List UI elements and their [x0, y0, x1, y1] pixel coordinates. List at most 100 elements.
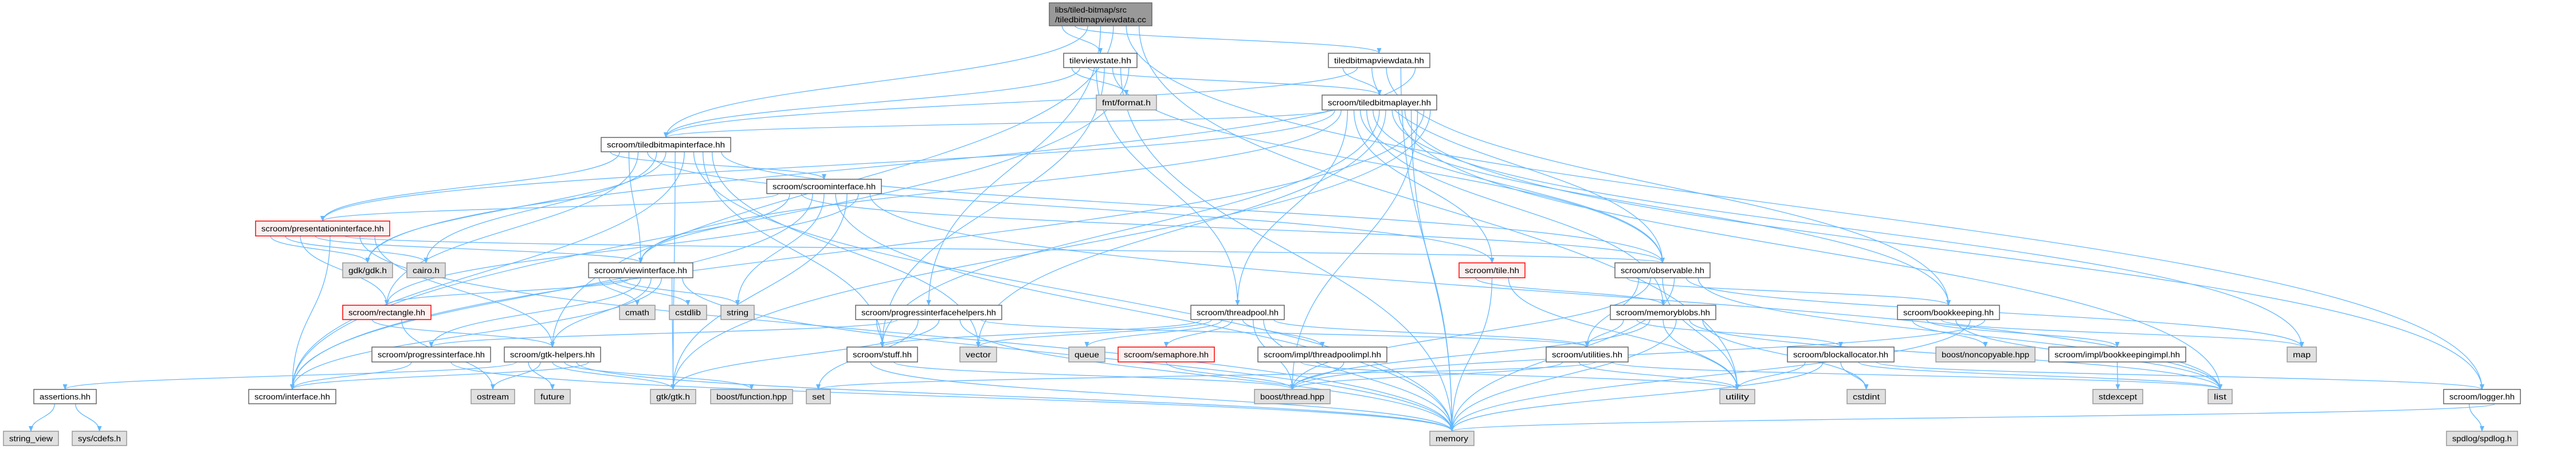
node-observable[interactable]: scroom/observable.hh: [1614, 262, 1711, 278]
node-tiledbitmapinterface[interactable]: scroom/tiledbitmapinterface.hh: [601, 137, 731, 152]
node-rectangle[interactable]: scroom/rectangle.hh: [342, 305, 432, 320]
node-semaphore[interactable]: scroom/semaphore.hh: [1118, 346, 1215, 363]
node-utilities[interactable]: scroom/utilities.hh: [1546, 346, 1629, 363]
node-box: [406, 262, 446, 278]
edge-assertions-to-string_view: [29, 403, 55, 432]
node-cdefs: sys/cdefs.h: [72, 431, 127, 446]
node-logger[interactable]: scroom/logger.hh: [2443, 389, 2521, 404]
edge-progressinterface-to-interface: [290, 361, 412, 390]
edge-viewinterface-to-string: [619, 277, 740, 306]
node-tiledbitmapviewdata[interactable]: tiledbitmapviewdata.hh: [1328, 53, 1430, 68]
edge-blockallocator-to-list: [1858, 361, 2222, 390]
edge-utilities-to-set: [816, 361, 1596, 390]
node-label: scroom/progressinterfacehelpers.hh: [861, 309, 996, 317]
node-label: map: [2293, 350, 2311, 359]
node-box: [1846, 389, 1886, 404]
edge-root-to-progressinterfacehelpers: [926, 25, 1101, 306]
edge-observable-to-boostthread: [1290, 277, 1651, 390]
node-scroominterface[interactable]: scroom/scroominterface.hh: [766, 179, 882, 194]
node-stuff[interactable]: scroom/stuff.hh: [846, 346, 918, 363]
edge-threadpool-to-memory: [1263, 319, 1454, 432]
edge-tiledbitmapinterface-to-scroominterface: [610, 151, 826, 180]
node-tile[interactable]: scroom/tile.hh: [1458, 262, 1526, 278]
edge-bookkeeping-to-boostthread: [1290, 319, 1986, 390]
node-bookkeepingimpl[interactable]: scroom/impl/bookkeepingimpl.hh: [2048, 346, 2186, 363]
edge-tiledbitmaplayer-to-boostthread: [1290, 109, 1418, 390]
node-assertions[interactable]: assertions.hh: [33, 389, 97, 404]
edge-tiledbitmaplayer-to-presentationinterface: [320, 109, 1335, 222]
node-tiledbitmaplayer[interactable]: scroom/tiledbitmaplayer.hh: [1322, 94, 1437, 111]
node-label: scroom/interface.hh: [254, 393, 330, 401]
node-label: queue: [1075, 350, 1099, 359]
edge-semaphore-to-boostthread: [1166, 361, 1295, 390]
node-presentationinterface[interactable]: scroom/presentationinterface.hh: [255, 220, 390, 237]
edge-tiledbitmaplayer-to-tile: [1353, 109, 1495, 263]
node-box: [720, 305, 755, 320]
node-box: [2446, 431, 2518, 446]
node-progressinterface[interactable]: scroom/progressinterface.hh: [371, 346, 491, 363]
edge-viewinterface-to-progressinterface: [429, 277, 641, 348]
node-label: gtk/gtk.h: [656, 393, 690, 401]
edge-threadpoolimpl-to-utility: [1300, 361, 1740, 390]
node-bookkeeping[interactable]: scroom/bookkeeping.hh: [1897, 305, 2000, 320]
node-label: scroom/impl/bookkeepingimpl.hh: [2054, 350, 2180, 359]
node-viewinterface[interactable]: scroom/viewinterface.hh: [588, 262, 693, 278]
node-box: [1118, 346, 1215, 363]
edge-tiledbitmapinterface-to-viewinterface: [628, 151, 643, 263]
node-box: [588, 262, 693, 278]
node-memoryblobs[interactable]: scroom/memoryblobs.hh: [1610, 305, 1716, 320]
edge-tileviewstate-to-tiledbitmapinterface: [664, 67, 1081, 138]
node-label: boost/thread.hpp: [1260, 393, 1324, 401]
node-label: scroom/stuff.hh: [853, 350, 912, 359]
node-label: boost/noncopyable.hpp: [1942, 350, 2029, 359]
node-label: cstdint: [1853, 393, 1880, 401]
edge-threadpool-to-semaphore: [1164, 319, 1233, 348]
node-interface[interactable]: scroom/interface.hh: [248, 389, 336, 404]
node-box: [534, 389, 571, 404]
node-gtkhelpers[interactable]: scroom/gtk-helpers.hh: [504, 346, 601, 363]
node-threadpoolimpl[interactable]: scroom/impl/threadpoolimpl.hh: [1257, 346, 1387, 363]
edge-tileviewstate-to-threadpool: [1096, 67, 1240, 306]
edge-threadpool-to-vector: [976, 319, 1212, 348]
edge-tiledbitmaplayer-to-map: [1391, 109, 2304, 348]
edge-threadpool-to-stuff: [880, 319, 1202, 348]
node-string: string: [720, 305, 755, 320]
edge-tiledbitmaplayer-to-observable: [1360, 109, 1665, 263]
node-function: boost/function.hpp: [710, 389, 793, 404]
node-label: scroom/tiledbitmapinterface.hh: [607, 141, 725, 149]
node-cairo: cairo.h: [406, 262, 446, 278]
edge-tiledbitmaplayer-to-list: [1398, 109, 2222, 390]
node-threadpool[interactable]: scroom/threadpool.hh: [1190, 305, 1285, 320]
node-future: future: [534, 389, 571, 404]
node-cstdint: cstdint: [1846, 389, 1886, 404]
node-root[interactable]: libs/tiled-bitmap/src/tiledbitmapviewdat…: [1049, 2, 1152, 26]
nodes-layer: libs/tiled-bitmap/src/tiledbitmapviewdat…: [3, 2, 2521, 446]
edge-progressinterfacehelpers-to-progressinterface: [429, 319, 898, 348]
node-label: scroom/tiledbitmaplayer.hh: [1328, 99, 1431, 107]
edge-viewinterface-to-cmath: [598, 277, 640, 306]
edge-tile-to-utility: [1508, 277, 1740, 390]
node-label: scroom/gtk-helpers.hh: [510, 350, 595, 359]
node-tileviewstate[interactable]: tileviewstate.hh: [1063, 53, 1138, 68]
edge-gtkhelpers-to-gtk: [552, 361, 676, 390]
edge-observable-to-list: [1697, 277, 2222, 390]
node-box: [710, 389, 793, 404]
node-label: string_view: [9, 435, 53, 443]
edge-progressinterfacehelpers-to-gtk: [671, 319, 940, 390]
edge-tiledbitmapinterface-to-tile: [647, 151, 1495, 263]
edge-scroominterface-to-memory: [835, 193, 1454, 432]
edge-rectangle-to-gtkhelpers: [371, 319, 555, 348]
node-label: scroom/observable.hh: [1621, 266, 1704, 275]
node-box: [1719, 389, 1755, 404]
node-blockallocator[interactable]: scroom/blockallocator.hh: [1787, 346, 1895, 363]
node-progressinterfacehelpers[interactable]: scroom/progressinterfacehelpers.hh: [855, 305, 1002, 320]
node-box: [1257, 346, 1387, 363]
edge-assertions-to-cdefs: [75, 403, 102, 432]
node-box: [470, 389, 515, 404]
node-utility: utility: [1719, 389, 1755, 404]
node-box: [1049, 2, 1152, 26]
node-label: scroom/logger.hh: [2449, 393, 2515, 401]
node-box: [342, 262, 393, 278]
edge-tiledbitmapviewdata-to-bookkeeping: [1386, 67, 1951, 306]
